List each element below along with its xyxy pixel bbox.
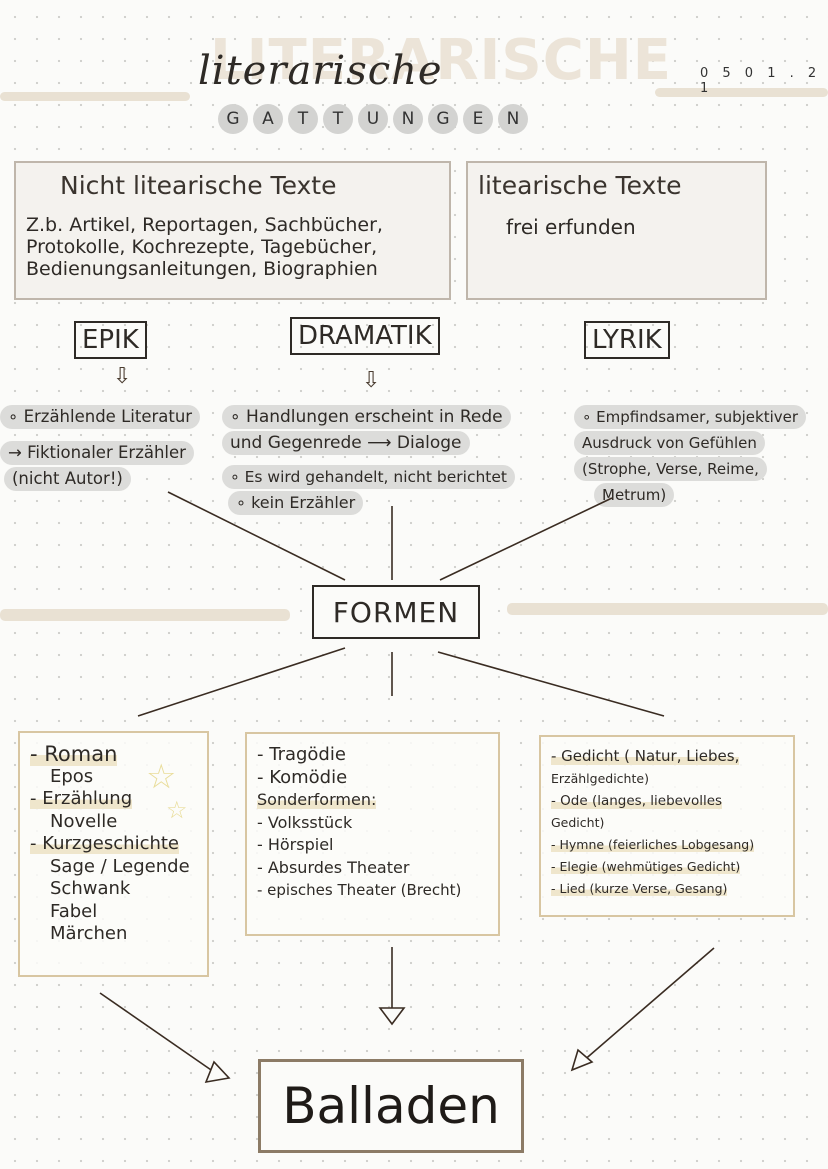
subtitle-letter: U (358, 104, 388, 134)
note-line: (nicht Autor!) (4, 467, 131, 491)
subtitle-letter: N (393, 104, 423, 134)
title-deco-bar-left (0, 92, 190, 101)
form-item: - Absurdes Theater (257, 857, 410, 877)
arrow-head-icon (378, 1007, 406, 1026)
subtitle-letter: T (323, 104, 353, 134)
non-literary-line: Bedienungsanleitungen, Biographien (26, 258, 378, 280)
balladen-box: Balladen (258, 1059, 524, 1153)
form-item: - Volksstück (257, 812, 353, 832)
form-item: Epos (50, 765, 94, 787)
lyrik-forms-box: - Gedicht ( Natur, Liebes, Erzählgedicht… (539, 735, 795, 917)
form-item: - Roman (30, 742, 197, 766)
non-literary-line: Protokolle, Kochrezepte, Tagebücher, (26, 236, 378, 258)
genre-label-lyrik: LYRIK (584, 321, 670, 359)
subtitle-letter: E (463, 104, 493, 134)
form-item: Novelle (50, 810, 118, 832)
form-item: Fabel (50, 900, 98, 922)
note-line: Ausdruck von Gefühlen (574, 431, 765, 455)
page-title: literarische (198, 48, 443, 94)
star-icon: ☆ (166, 796, 188, 824)
note-line: ∘ Es wird gehandelt, nicht berichtet (222, 465, 515, 489)
form-item: - Tragödie (257, 744, 346, 765)
subtitle-letter: T (288, 104, 318, 134)
note-line: ∘ Handlungen erscheint in Rede (222, 405, 511, 429)
star-icon: ☆ (146, 757, 177, 797)
note-line: ∘ Erzählende Literatur (0, 405, 201, 429)
arrow-down-icon: ⇩ (362, 368, 381, 393)
form-item: - Komödie (257, 766, 348, 788)
form-item-text: - Elegie (wehmütiges Gedicht) (551, 858, 741, 874)
literary-heading: litearische Texte (478, 171, 682, 200)
formen-deco-bar-left (0, 609, 290, 621)
form-item: - Erzählung (30, 788, 197, 811)
form-item-text: - Hymne (feierliches Lobgesang) (551, 836, 755, 852)
form-item-text: - Ode (langes, liebevolles (551, 792, 723, 809)
form-item: - Kurzgeschichte (30, 833, 197, 856)
form-item: Gedicht) (551, 814, 605, 830)
note-line: Metrum) (594, 483, 675, 507)
note-line: ∘ kein Erzähler (228, 491, 364, 515)
form-item: - Hörspiel (257, 835, 334, 854)
epik-notes: ∘ Erzählende Literatur → Fiktionaler Erz… (0, 405, 201, 493)
form-item: - Hymne (feierliches Lobgesang) (551, 834, 783, 856)
date: 0 5 0 1 . 2 1 (700, 66, 822, 96)
note-line: → Fiktionaler Erzähler (0, 441, 194, 465)
non-literary-line: Z.b. Artikel, Reportagen, Sachbücher, (26, 214, 383, 236)
form-item: - Gedicht ( Natur, Liebes, (551, 745, 783, 768)
form-item: - Ode (langes, liebevolles (551, 790, 783, 812)
form-item: Erzählgedichte) (551, 770, 649, 786)
lyrik-notes: ∘ Empfindsamer, subjektiver Ausdruck von… (574, 405, 807, 509)
form-item-text: - Lied (kurze Verse, Gesang) (551, 880, 728, 896)
form-item: Märchen (50, 923, 128, 944)
form-item: - episches Theater (Brecht) (257, 881, 462, 899)
subtitle-letter: G (428, 104, 458, 134)
form-item-text: - Kurzgeschichte (30, 833, 180, 854)
arrow-head-icon (204, 1060, 231, 1084)
note-line: (Strophe, Verse, Reime, (574, 457, 767, 481)
arrow-head-icon (570, 1048, 594, 1072)
note-line: und Gegenrede ⟶ Dialoge (222, 431, 470, 455)
title-background: LITERARISCHE (210, 28, 672, 93)
subtitle-letter: G (218, 104, 248, 134)
epik-forms-box: - Roman Epos - Erzählung Novelle - Kurzg… (18, 731, 209, 977)
genre-label-dramatik: DRAMATIK (290, 317, 440, 355)
subtitle-gattungen: G A T T U N G E N (218, 104, 528, 134)
literary-texts-box: litearische Texte frei erfunden (466, 161, 767, 300)
form-item: Schwank (50, 878, 131, 899)
dramatik-notes: ∘ Handlungen erscheint in Rede und Gegen… (222, 405, 515, 517)
form-item-text: - Gedicht ( Natur, Liebes, (551, 747, 740, 765)
form-item: - Elegie (wehmütiges Gedicht) (551, 856, 783, 878)
form-item: Sage / Legende (50, 855, 190, 877)
genre-label-epik: EPIK (74, 321, 147, 359)
subtitle-letter: N (498, 104, 528, 134)
form-item: Sonderformen: (257, 789, 488, 812)
form-item: - Lied (kurze Verse, Gesang) (551, 878, 783, 900)
non-literary-texts-box: Nicht litearische Texte Z.b. Artikel, Re… (14, 161, 451, 300)
title-deco-bar-right (655, 88, 828, 97)
form-item-text: - Erzählung (30, 788, 133, 809)
dramatik-forms-box: - Tragödie - Komödie Sonderformen: - Vol… (245, 732, 500, 936)
formen-label: FORMEN (312, 585, 480, 639)
literary-text: frei erfunden (506, 215, 636, 239)
arrow-down-icon: ⇩ (113, 364, 132, 389)
form-item-text: - Roman (30, 742, 118, 766)
subtitle-letter: A (253, 104, 283, 134)
formen-deco-bar-right (507, 603, 828, 615)
form-item-text: Sonderformen: (257, 790, 377, 809)
non-literary-heading: Nicht litearische Texte (60, 171, 337, 200)
note-line: ∘ Empfindsamer, subjektiver (574, 405, 807, 429)
